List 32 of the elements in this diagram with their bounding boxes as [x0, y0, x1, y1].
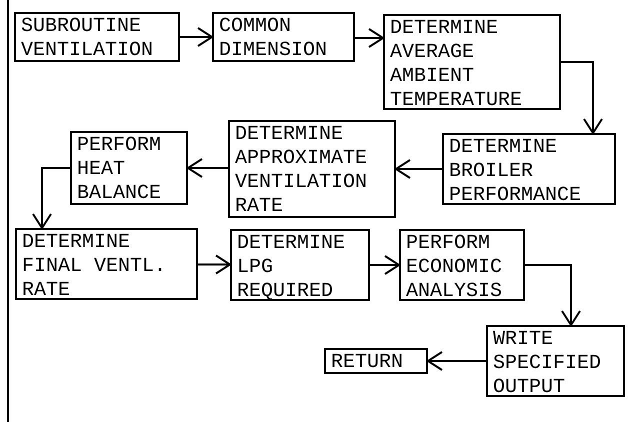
- step-text: DETERMINE BROILER PERFORMANCE: [449, 136, 582, 208]
- process-box: [14, 12, 180, 62]
- process-box: [70, 131, 188, 205]
- process-box: [324, 348, 428, 374]
- step-text: DETERMINE APPROXIMATE VENTILATION RATE: [235, 123, 368, 219]
- step-text: DETERMINE AVERAGE AMBIENT TEMPERATURE: [390, 17, 524, 113]
- arrow: [427, 351, 486, 371]
- process-box: [383, 14, 561, 110]
- arrow: [355, 28, 384, 48]
- step-text: WRITE SPECIFIED OUTPUT: [493, 328, 602, 400]
- step-text: SUBROUTINE VENTILATION: [21, 15, 154, 63]
- process-box: [486, 325, 625, 397]
- step-text: COMMON DIMENSION: [219, 15, 328, 63]
- process-box: [399, 229, 525, 301]
- process-box: [230, 229, 370, 301]
- step-text: PERFORM HEAT BALANCE: [77, 134, 162, 206]
- arrow: [198, 254, 231, 274]
- step-text: RETURN: [331, 351, 404, 375]
- arrow: [561, 61, 603, 134]
- process-box: [442, 133, 616, 205]
- step-text: PERFORM ECONOMIC ANALYSIS: [406, 232, 504, 304]
- step-text: DETERMINE FINAL VENTL. RATE: [22, 231, 168, 303]
- process-box: [212, 12, 355, 62]
- arrow: [395, 159, 442, 179]
- process-box: [15, 228, 198, 300]
- step-text: DETERMINE LPG REQUIRED: [237, 232, 346, 304]
- arrow: [370, 255, 400, 275]
- arrow: [187, 158, 228, 178]
- arrow: [525, 264, 581, 326]
- process-box: [228, 120, 396, 218]
- arrow: [180, 27, 213, 47]
- arrow: [32, 167, 70, 229]
